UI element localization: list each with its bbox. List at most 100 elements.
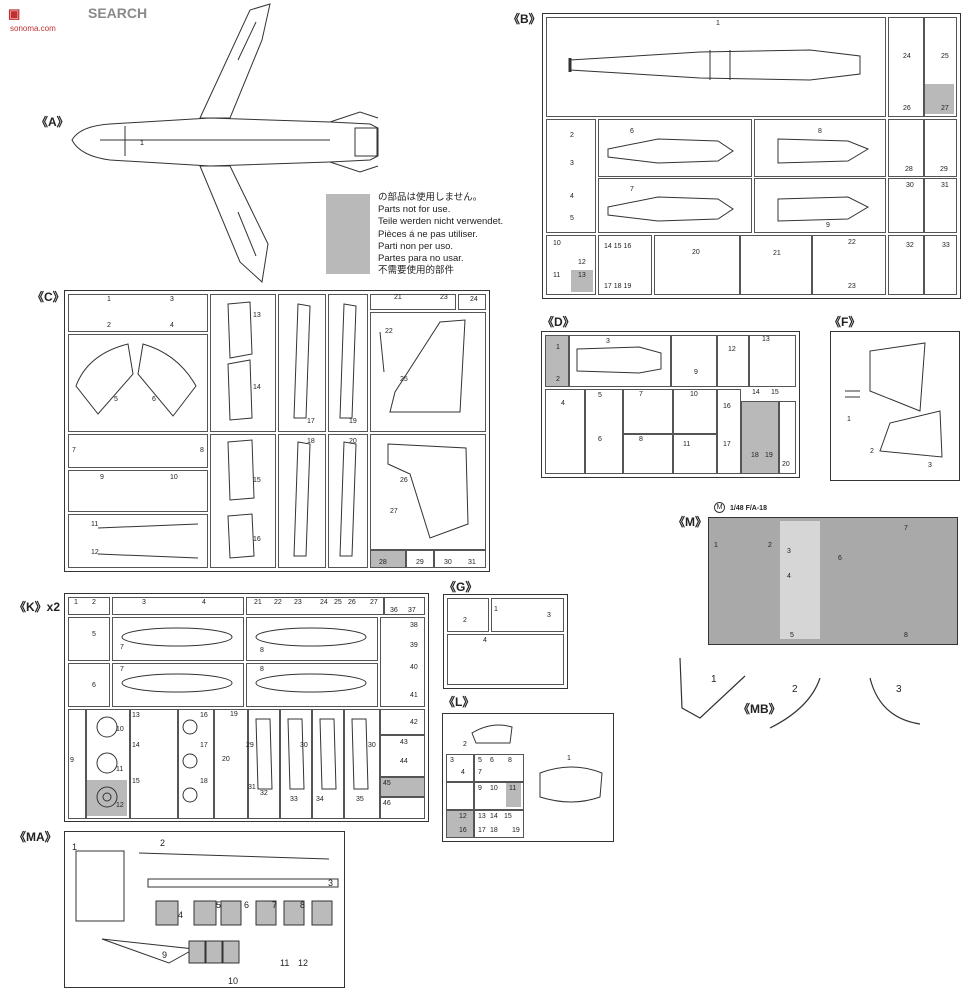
sprue-l-canopy [471, 724, 603, 803]
part-b-1: 1 [716, 20, 720, 27]
part-c-5: 5 [114, 396, 118, 403]
sprue-m-badge: M [714, 502, 725, 513]
part-k-15: 15 [132, 778, 140, 785]
part-b-27: 27 [941, 105, 949, 112]
sprue-b-cell-20 [654, 235, 740, 295]
part-d-16: 16 [723, 403, 731, 410]
sprue-d-cell-1-2 [545, 335, 569, 387]
part-d-19: 19 [765, 452, 773, 459]
part-d-17: 17 [723, 441, 731, 448]
part-ma-1: 1 [72, 842, 78, 852]
sprue-c-flaps [75, 343, 197, 417]
note-line-en: Parts not for use. [378, 204, 451, 216]
part-f-3: 3 [928, 462, 932, 469]
sprue-b-cell-14-19 [598, 235, 652, 295]
part-ma-5: 5 [216, 900, 222, 910]
part-l-9: 9 [478, 785, 482, 792]
part-l-7: 7 [478, 769, 482, 776]
sprue-d-cell-4 [545, 389, 585, 474]
part-k-16: 16 [200, 712, 208, 719]
part-mb-3: 3 [896, 684, 902, 695]
label-sprue-m: 《M》 [673, 515, 707, 529]
sprue-b-halves [607, 138, 870, 222]
part-b-20: 20 [692, 249, 700, 256]
part-l-3: 3 [450, 757, 454, 764]
part-d-12: 12 [728, 346, 736, 353]
sprue-c-stabilizer [387, 443, 469, 539]
sprue-b-cell-31 [924, 178, 957, 233]
part-ma-8: 8 [300, 900, 306, 910]
part-d-15: 15 [771, 389, 779, 396]
part-m-6: 6 [838, 555, 842, 562]
sprue-c-cell-20 [328, 434, 368, 568]
part-c-31: 31 [468, 559, 476, 566]
part-l-17: 17 [478, 827, 486, 834]
part-d-6: 6 [598, 436, 602, 443]
sprue-c-cell-21-23 [370, 294, 456, 310]
part-c-25: 25 [400, 376, 408, 383]
sprue-k-fuel-tanks [121, 627, 367, 693]
part-k-38: 38 [410, 622, 418, 629]
sprue-d-cell-3 [569, 335, 671, 387]
sprue-k-cell-29-31 [248, 709, 280, 819]
part-k-8b: 8 [260, 666, 264, 673]
part-k-29: 29 [246, 742, 254, 749]
part-k-33: 33 [290, 796, 298, 803]
note-line-de: Teile werden nicht verwendet. [378, 216, 504, 228]
part-b-11: 11 [553, 272, 561, 279]
part-k-30b: 30 [368, 742, 376, 749]
part-b-31: 31 [941, 182, 949, 189]
sprue-d-part-3 [576, 346, 662, 374]
sprue-b-cell-32 [888, 235, 924, 295]
sprue-d-cell-5-6 [585, 389, 623, 474]
part-c-17: 17 [307, 418, 315, 425]
sprue-l-cell-3-4 [446, 754, 474, 782]
part-k-41: 41 [410, 692, 418, 699]
part-c-29: 29 [416, 559, 424, 566]
part-k-46: 46 [383, 800, 391, 807]
part-c-18: 18 [307, 438, 315, 445]
part-k-20: 20 [222, 756, 230, 763]
note-line-ja: の部品は使用しません。 [378, 192, 483, 203]
sprue-c-cell-26-27 [370, 434, 486, 550]
part-c-4: 4 [170, 322, 174, 329]
part-ma-6: 6 [244, 900, 250, 910]
part-c-10: 10 [170, 474, 178, 481]
part-b-28: 28 [905, 166, 913, 173]
part-l-1: 1 [567, 755, 571, 762]
part-k-19: 19 [230, 711, 238, 718]
sprue-b-cell-8 [754, 119, 886, 177]
part-c-24: 24 [470, 296, 478, 303]
sprue-k-cell-43-44 [380, 735, 425, 777]
part-c-27: 27 [390, 508, 398, 515]
watermark-site: sonoma.com [10, 24, 56, 33]
part-d-20: 20 [782, 461, 790, 468]
sprue-b-cell-22-23 [812, 235, 886, 295]
sprue-c-cell-29 [406, 550, 434, 568]
part-k-8: 8 [260, 647, 264, 654]
part-c-13: 13 [253, 312, 261, 319]
sprue-c-cell-11-12 [68, 514, 208, 568]
part-d-13: 13 [762, 336, 770, 343]
sprue-g-cell-2 [447, 598, 489, 632]
part-k-35: 35 [356, 796, 364, 803]
sprue-g-cell-4 [447, 634, 564, 685]
part-ma-9: 9 [162, 950, 168, 960]
part-b-25: 25 [941, 53, 949, 60]
part-m-4: 4 [787, 573, 791, 580]
part-k-1: 1 [74, 599, 78, 606]
part-l-10: 10 [490, 785, 498, 792]
sprue-d-cell-8 [623, 434, 673, 474]
part-d-3: 3 [606, 338, 610, 345]
part-k-36: 36 [390, 607, 398, 614]
part-m-3: 3 [787, 548, 791, 555]
part-b-22: 22 [848, 239, 856, 246]
part-b-17-19: 17 18 19 [604, 283, 632, 290]
part-b-13-unused [571, 270, 593, 292]
part-c-28: 28 [379, 559, 387, 566]
sprue-k-cell-3-4 [112, 597, 244, 615]
part-c-1: 1 [107, 296, 111, 303]
part-d-2: 2 [556, 376, 560, 383]
sprue-k-cell-35 [344, 709, 380, 819]
sprue-f [830, 331, 960, 481]
